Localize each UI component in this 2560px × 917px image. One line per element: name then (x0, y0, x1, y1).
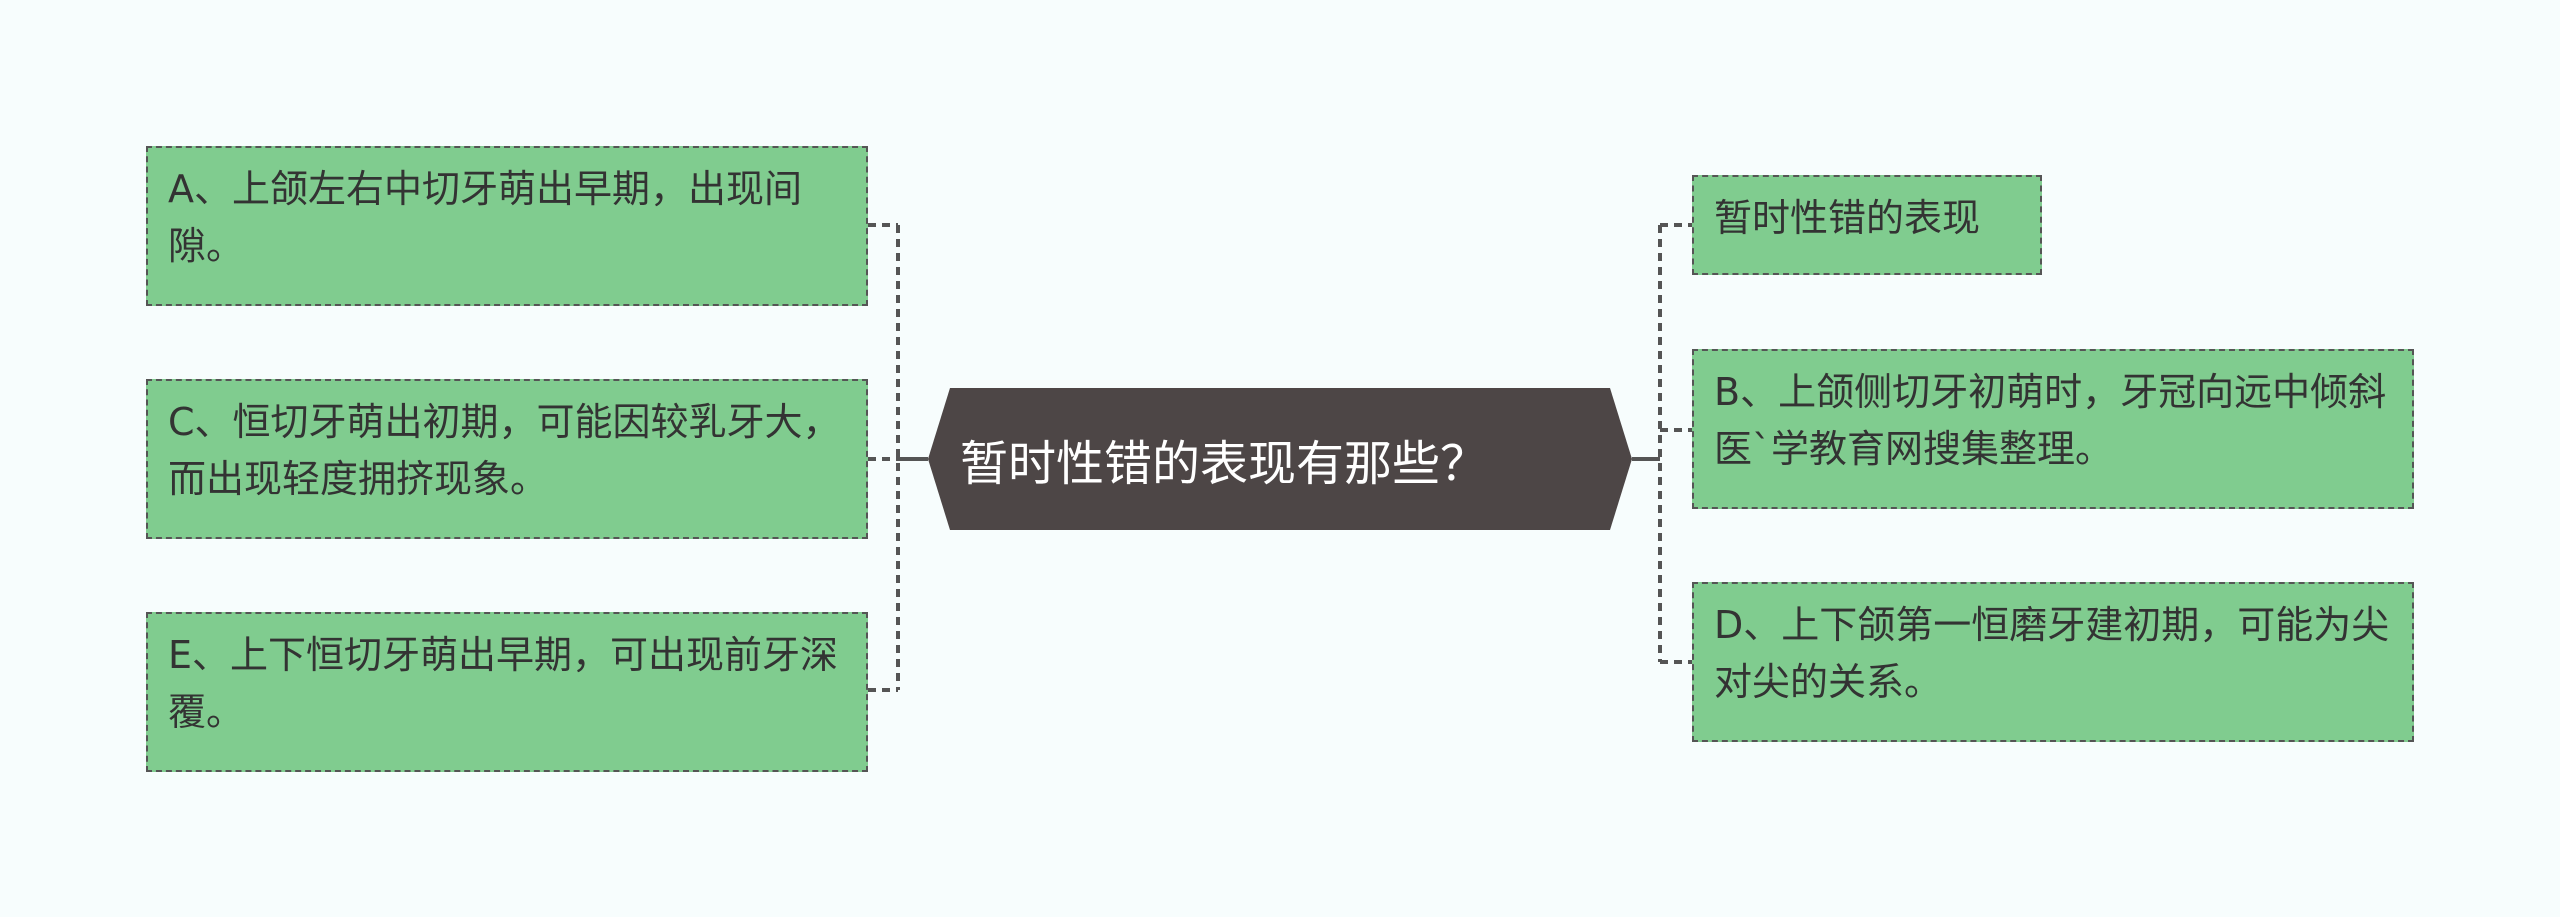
right-node-title: 暂时性错的表现 (1692, 175, 2042, 275)
left-node-e: E、上下恒切牙萌出早期，可出现前牙深覆。 (146, 612, 868, 772)
right-node-b: B、上颌侧切牙初萌时，牙冠向远中倾斜医`学教育网搜集整理。 (1692, 349, 2414, 509)
left-node-a: A、上颌左右中切牙萌出早期，出现间隙。 (146, 146, 868, 306)
central-topic-shape (928, 388, 1632, 530)
central-topic-label: 暂时性错的表现有那些？ (960, 436, 1489, 492)
central-topic: 暂时性错的表现有那些？ (928, 388, 1632, 530)
left-node-c: C、恒切牙萌出初期，可能因较乳牙大，而出现轻度拥挤现象。 (146, 379, 868, 539)
right-node-d: D、上下颌第一恒磨牙建初期，可能为尖对尖的关系。 (1692, 582, 2414, 742)
